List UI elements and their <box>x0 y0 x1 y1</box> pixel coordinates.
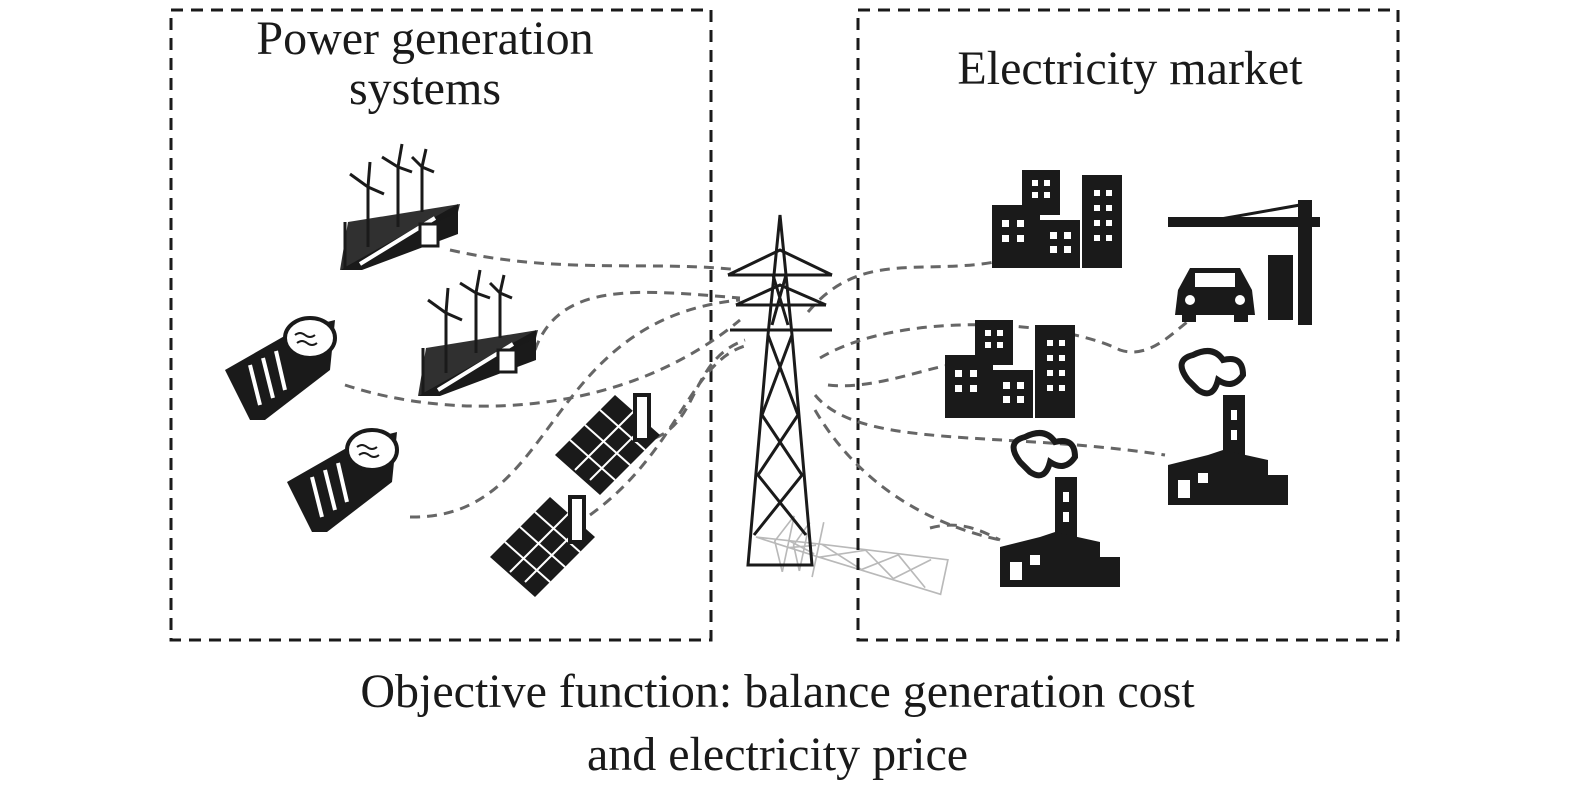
title-line: systems <box>348 62 501 116</box>
hydro-dam-icon <box>223 316 337 422</box>
title-line: Power generation <box>256 12 594 65</box>
faded-transmission-tower-icon <box>749 508 952 606</box>
generation-systems-title: Power generation systems <box>170 12 680 116</box>
electricity-market-title: Electricity market <box>957 42 1303 95</box>
buildings-icon <box>992 170 1122 268</box>
objective-caption: Objective function: balance generation c… <box>0 660 1555 786</box>
caption-line: and electricity price <box>586 728 969 781</box>
ev-charging-station-icon <box>1168 200 1320 325</box>
wind-farm-icon <box>416 268 540 398</box>
factory-icon <box>1168 351 1288 505</box>
solar-panel-icon <box>553 393 662 497</box>
generation-systems-box <box>169 8 713 642</box>
electricity-market-box <box>856 8 1400 642</box>
factory-icon <box>1000 433 1120 587</box>
caption-line: Objective function: balance generation c… <box>360 665 1195 718</box>
transmission-tower-icon <box>726 213 834 567</box>
power-flow-lines <box>344 248 1191 542</box>
buildings-icon <box>945 320 1075 418</box>
solar-panel-icon <box>488 495 597 599</box>
wind-farm-icon <box>338 142 462 272</box>
hydro-dam-icon <box>285 428 399 534</box>
